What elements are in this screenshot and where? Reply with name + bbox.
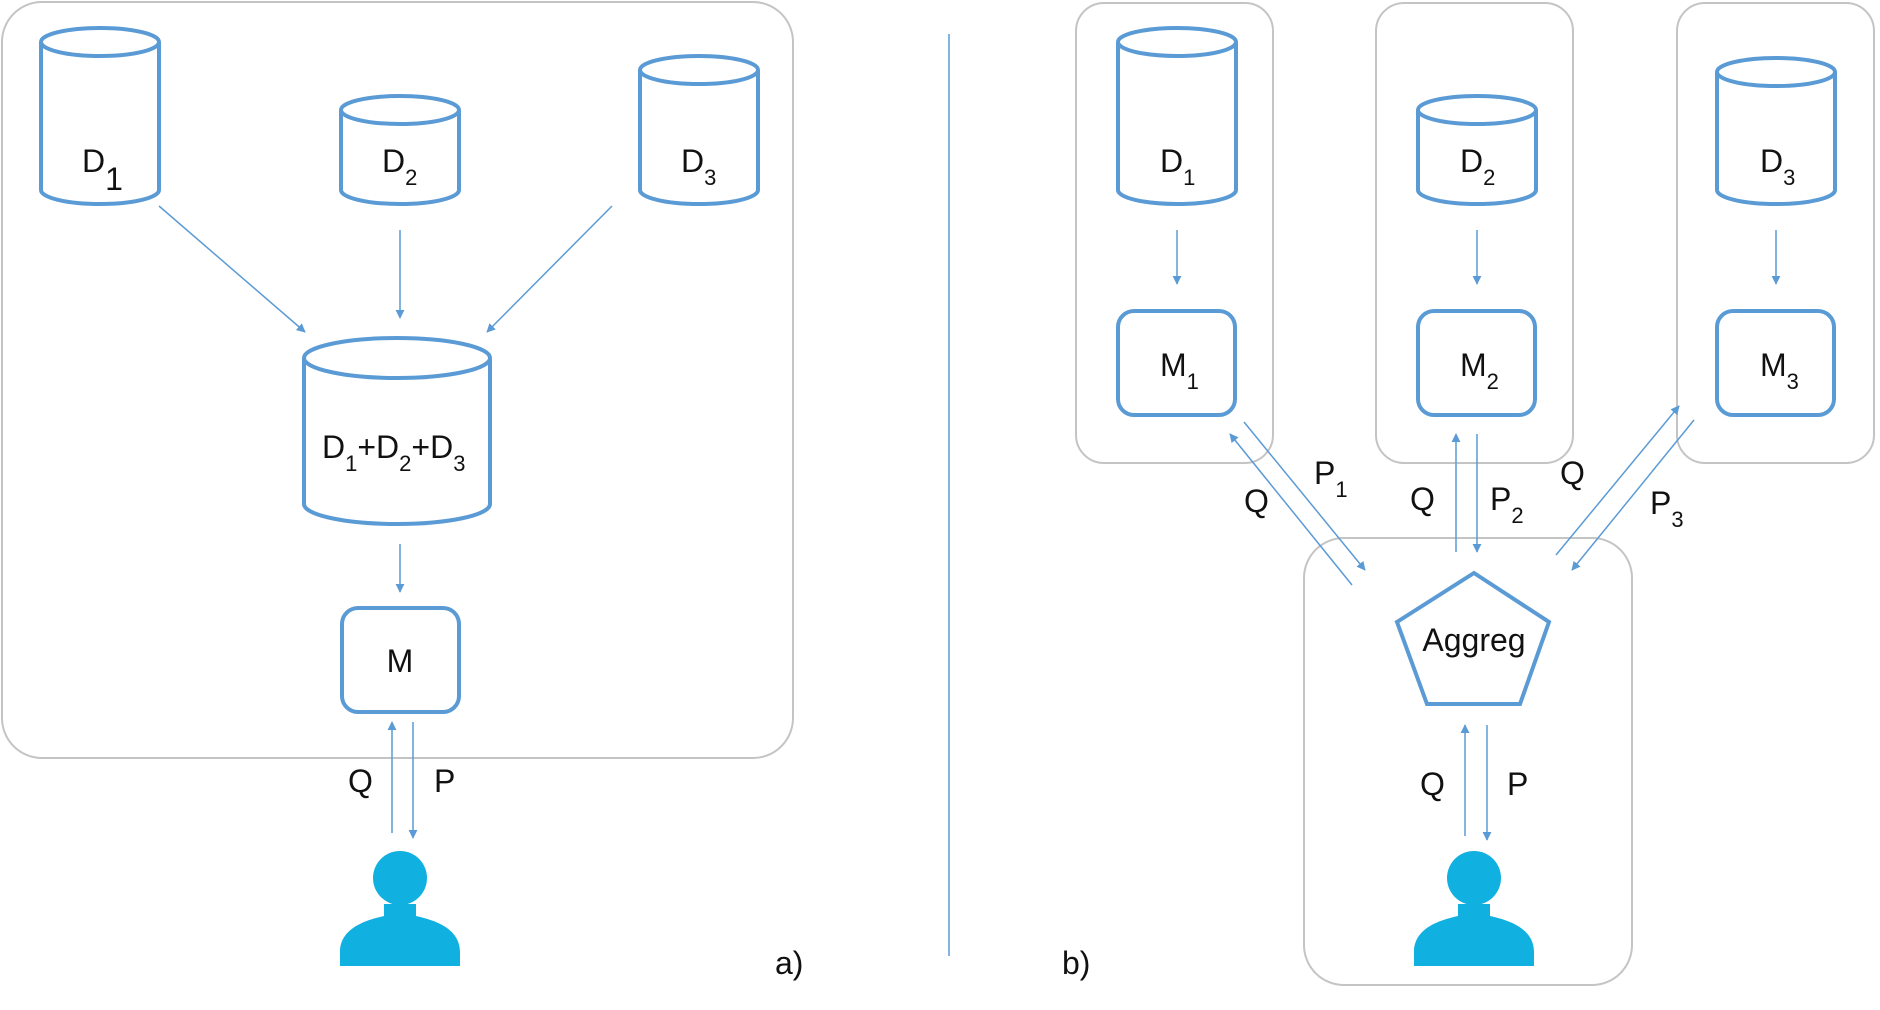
model-m3-box: M3 — [1715, 309, 1836, 417]
client-1-frame — [1075, 2, 1274, 464]
combined-label-part: +D — [411, 429, 453, 465]
response-subscript-1: 1 — [1335, 477, 1347, 502]
svg-text:M1: M1 — [1160, 347, 1199, 394]
panel-a-frame — [1, 1, 794, 759]
datastore-d1-icon: D1 — [39, 26, 161, 206]
svg-text:D1+D2+D3: D1+D2+D3 — [322, 429, 465, 476]
svg-text:D1: D1 — [1160, 143, 1195, 190]
datastore-label: D — [382, 143, 405, 179]
datastore-label: D — [82, 143, 105, 179]
svg-text:D2: D2 — [1460, 143, 1495, 190]
user-response-label: P — [1507, 766, 1528, 802]
response-label-1: P — [1314, 455, 1335, 491]
combined-datastore-icon: D1+D2+D3 — [302, 336, 492, 526]
model-m2-box: M2 — [1416, 309, 1537, 417]
datastore-subscript: 1 — [1183, 165, 1195, 190]
arrow-p3-to-aggregator — [1571, 419, 1695, 571]
client-datastore-d1-icon: D1 — [1116, 26, 1238, 206]
svg-text:P2: P2 — [1490, 481, 1524, 528]
model-label: M — [1760, 347, 1787, 383]
response-subscript-3: 3 — [1671, 507, 1683, 532]
datastore-label: D — [1160, 143, 1183, 179]
combined-label-subscript: 1 — [345, 451, 357, 476]
query-label: Q — [348, 763, 373, 799]
datastore-subscript: 1 — [105, 161, 123, 197]
model-label: M — [1460, 347, 1487, 383]
panel-b-caption: b) — [1062, 945, 1090, 981]
client-datastore-d2-icon: D2 — [1416, 94, 1538, 206]
query-label-1: Q — [1244, 483, 1269, 519]
svg-text:D3: D3 — [1760, 143, 1795, 190]
model-m-box: M — [340, 606, 461, 714]
arrow-d1-to-combined — [158, 205, 306, 333]
pentagon-aggregator-icon: Aggreg — [1394, 570, 1552, 706]
model-subscript: 2 — [1487, 369, 1499, 394]
query-label-2: Q — [1410, 481, 1435, 517]
panel-a: D1 D2 D3 D1+D2+D3 — [1, 1, 803, 981]
response-label-2: P — [1490, 481, 1511, 517]
response-label-3: P — [1650, 485, 1671, 521]
arrow-d3-to-combined — [486, 205, 613, 333]
model-subscript: 3 — [1787, 369, 1799, 394]
svg-text:M2: M2 — [1460, 347, 1499, 394]
panel-b: D1 D2 D3 M1 — [1062, 2, 1875, 986]
panel-a-caption: a) — [775, 945, 803, 981]
svg-text:D3: D3 — [681, 143, 716, 190]
datastore-label: D — [681, 143, 704, 179]
combined-label-part: +D — [357, 429, 399, 465]
response-subscript-2: 2 — [1511, 503, 1523, 528]
arrow-query-to-m3 — [1555, 405, 1680, 556]
arrow-p1-to-aggregator — [1243, 421, 1366, 571]
model-subscript: 1 — [1187, 369, 1199, 394]
model-label: M — [1160, 347, 1187, 383]
datastore-subscript: 3 — [704, 165, 716, 190]
combined-label-part: D — [322, 429, 345, 465]
query-label-3: Q — [1560, 455, 1585, 491]
datastore-d2-icon: D2 — [339, 94, 461, 206]
client-2-frame — [1375, 2, 1574, 464]
client-3-frame — [1676, 2, 1875, 464]
datastore-d3-icon: D3 — [638, 54, 760, 206]
datastore-subscript: 2 — [1483, 165, 1495, 190]
svg-text:P3: P3 — [1650, 485, 1684, 532]
response-label: P — [434, 763, 455, 799]
user-icon — [340, 851, 460, 966]
aggregator-frame — [1303, 537, 1633, 986]
user-query-label: Q — [1420, 766, 1445, 802]
datastore-label: D — [1460, 143, 1483, 179]
client-datastore-d3-icon: D3 — [1715, 56, 1837, 206]
model-m1-box: M1 — [1116, 309, 1237, 417]
datastore-subscript: 2 — [405, 165, 417, 190]
svg-text:D1: D1 — [82, 143, 123, 197]
aggregator-label: Aggreg — [1422, 622, 1525, 658]
user-icon — [1414, 851, 1534, 966]
svg-text:M3: M3 — [1760, 347, 1799, 394]
svg-text:D2: D2 — [382, 143, 417, 190]
model-label: M — [387, 643, 414, 679]
arrow-query-to-m1 — [1229, 433, 1353, 586]
datastore-subscript: 3 — [1783, 165, 1795, 190]
svg-text:P1: P1 — [1314, 455, 1348, 502]
combined-label-subscript: 3 — [453, 451, 465, 476]
datastore-label: D — [1760, 143, 1783, 179]
combined-label-subscript: 2 — [399, 451, 411, 476]
